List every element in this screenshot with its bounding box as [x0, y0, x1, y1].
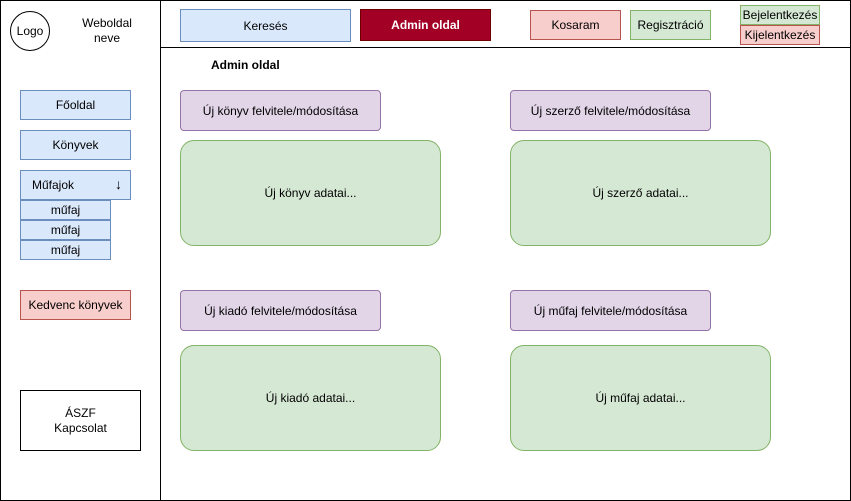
new-book-button[interactable]: Új könyv felvitele/módosítása: [180, 90, 381, 131]
genre-item[interactable]: műfaj: [20, 220, 111, 240]
new-publisher-button-label: Új kiadó felvitele/módosítása: [204, 303, 357, 318]
arrow-down-icon: ↓: [115, 176, 122, 192]
logout-button[interactable]: Kijelentkezés: [740, 25, 820, 45]
sidebar-divider: [160, 0, 161, 501]
footer-links[interactable]: ÁSZF Kapcsolat: [20, 390, 141, 451]
search-button[interactable]: Keresés: [180, 9, 351, 42]
genre-item[interactable]: műfaj: [20, 240, 111, 260]
cart-button[interactable]: Kosaram: [530, 10, 621, 40]
genre-item[interactable]: műfaj: [20, 200, 111, 220]
genre-item-label: műfaj: [50, 223, 81, 237]
sidebar-item-favorites-label: Kedvenc könyvek: [28, 298, 123, 312]
genre-item-label: műfaj: [50, 203, 81, 217]
new-book-button-label: Új könyv felvitele/módosítása: [202, 103, 359, 118]
register-button[interactable]: Regisztráció: [630, 10, 711, 40]
contact-link[interactable]: Kapcsolat: [54, 420, 107, 435]
admin-label: Admin oldal: [391, 18, 460, 32]
new-publisher-form[interactable]: Új kiadó adatai...: [180, 345, 441, 451]
new-author-form-label: Új szerző adatai...: [592, 186, 689, 200]
logo-text: Logo: [16, 24, 44, 38]
new-genre-button-label: Új műfaj felvitele/módosítása: [533, 303, 688, 318]
site-name: Weboldal neve: [62, 14, 152, 48]
logout-label: Kijelentkezés: [744, 28, 816, 42]
sidebar-item-genres-label: Műfajok: [32, 178, 75, 192]
sidebar-item-favorites[interactable]: Kedvenc könyvek: [20, 290, 131, 320]
search-label: Keresés: [243, 18, 288, 33]
site-name-line1: Weboldal: [82, 16, 132, 30]
terms-link[interactable]: ÁSZF: [65, 405, 96, 420]
genre-item-label: műfaj: [50, 243, 81, 257]
new-book-form-label: Új könyv adatai...: [264, 186, 357, 200]
sidebar-item-home[interactable]: Főoldal: [20, 90, 131, 120]
new-book-form[interactable]: Új könyv adatai...: [180, 140, 441, 246]
new-publisher-button[interactable]: Új kiadó felvitele/módosítása: [180, 290, 381, 331]
header-divider: [160, 47, 851, 48]
new-publisher-form-label: Új kiadó adatai...: [265, 391, 356, 405]
logo[interactable]: Logo: [10, 11, 50, 51]
site-name-line2: neve: [93, 31, 121, 45]
sidebar-item-books-label: Könyvek: [52, 138, 99, 152]
sidebar-item-genres-dropdown[interactable]: Műfajok ↓: [20, 170, 131, 200]
new-genre-button[interactable]: Új műfaj felvitele/módosítása: [510, 290, 711, 331]
login-label: Bejelentkezés: [742, 8, 818, 22]
admin-button[interactable]: Admin oldal: [360, 9, 491, 41]
new-author-form[interactable]: Új szerző adatai...: [510, 140, 771, 246]
new-author-button[interactable]: Új szerző felvitele/módosítása: [510, 90, 711, 131]
new-genre-form[interactable]: Új műfaj adatai...: [510, 345, 771, 451]
new-author-button-label: Új szerző felvitele/módosítása: [530, 103, 691, 118]
sidebar-item-books[interactable]: Könyvek: [20, 130, 131, 160]
sidebar-item-home-label: Főoldal: [55, 98, 96, 112]
register-label: Regisztráció: [637, 18, 704, 32]
page-title: Admin oldal: [211, 58, 280, 72]
new-genre-form-label: Új műfaj adatai...: [595, 391, 686, 405]
cart-label: Kosaram: [551, 18, 600, 32]
login-button[interactable]: Bejelentkezés: [740, 5, 820, 25]
